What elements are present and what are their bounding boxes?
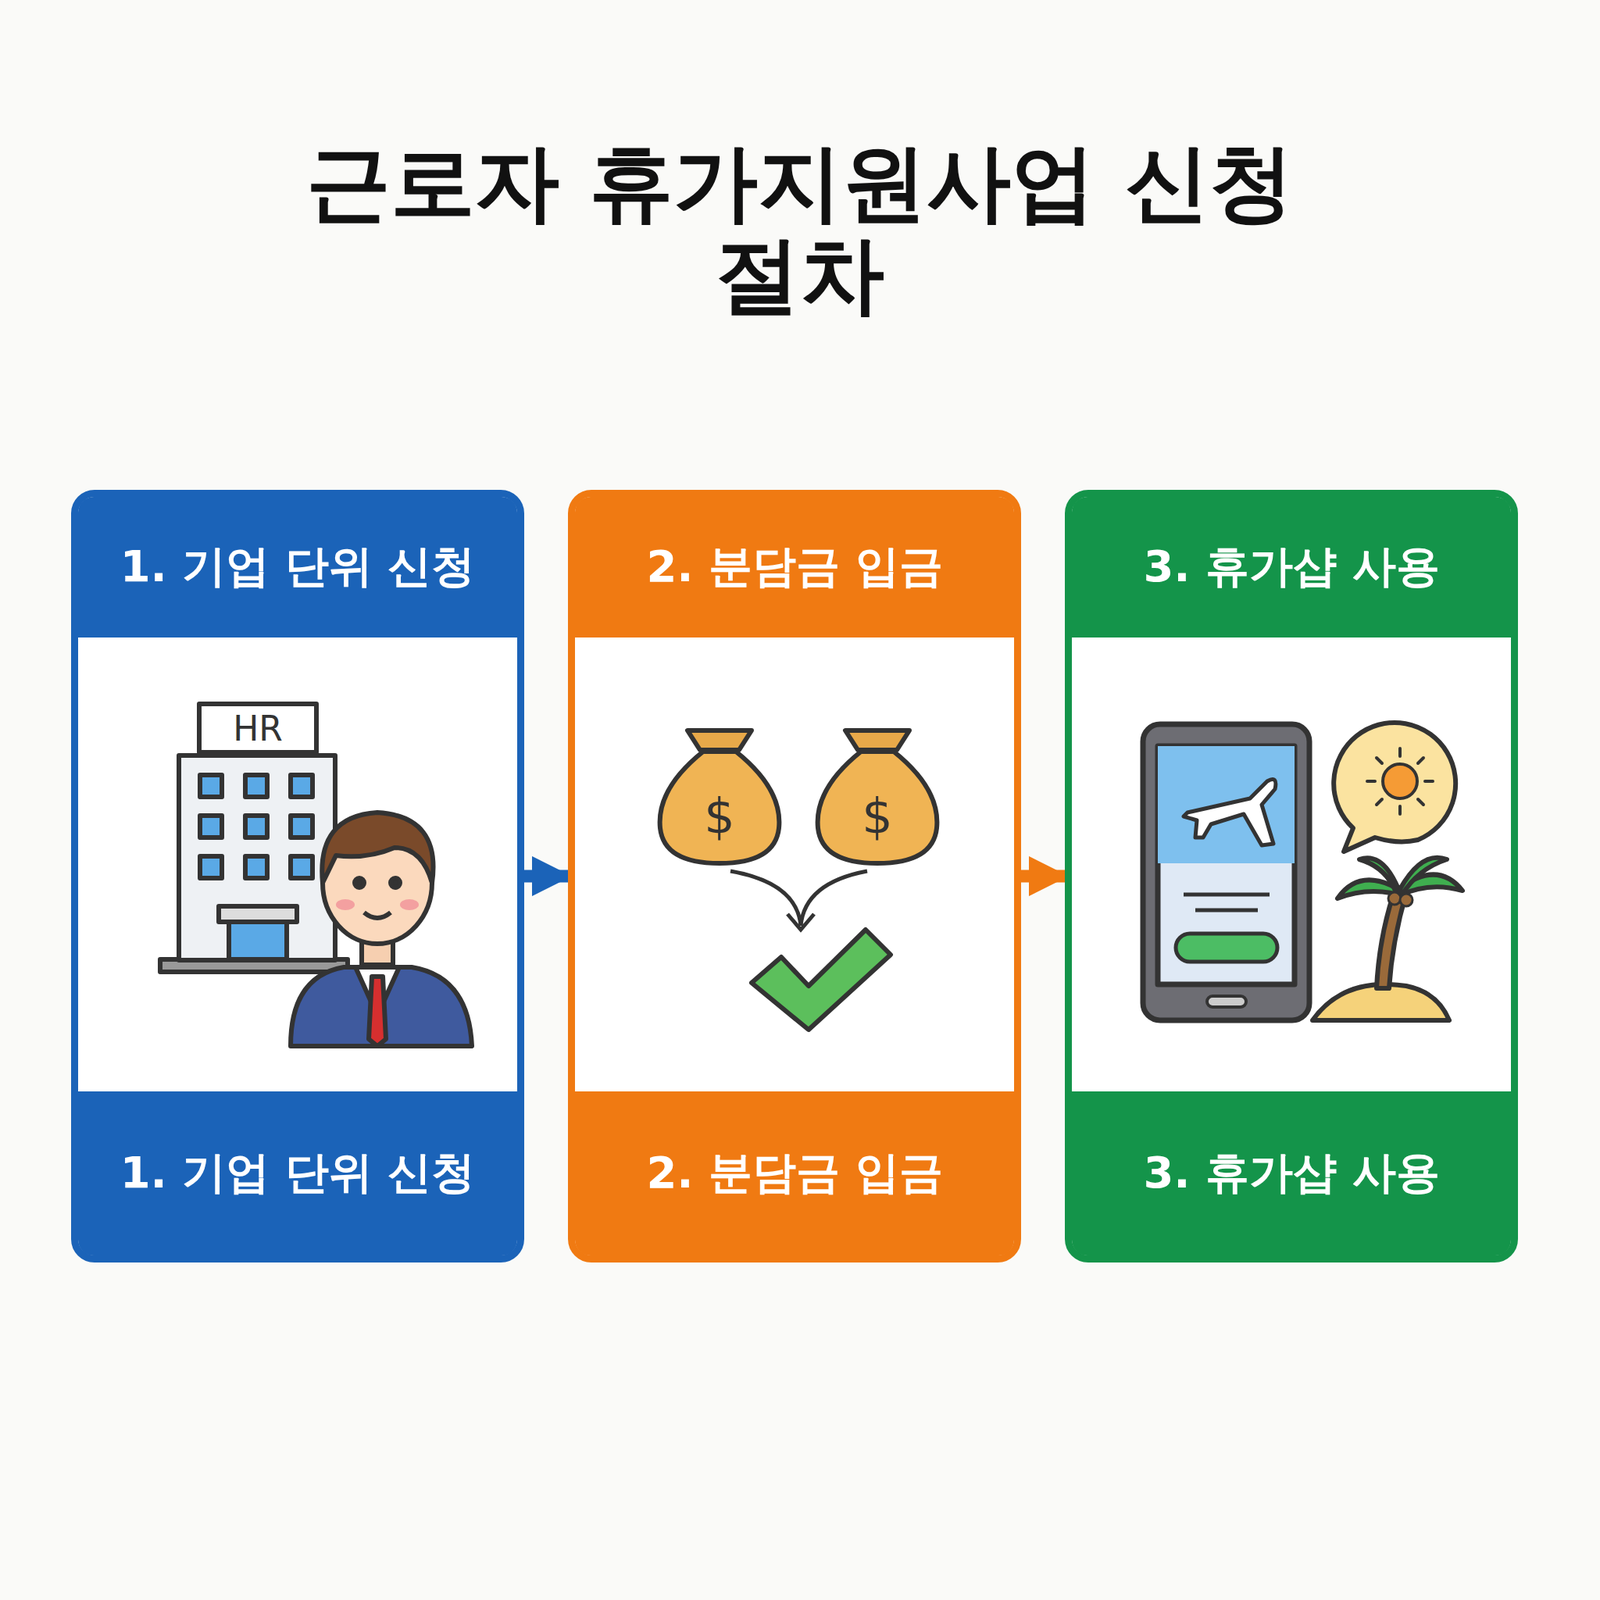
person	[290, 812, 472, 1047]
illustration-part	[200, 815, 222, 838]
illustration-part	[1417, 799, 1424, 805]
illustration-part	[290, 815, 313, 838]
illustration-part	[368, 976, 386, 1047]
illustration-part	[335, 899, 355, 911]
illustration-part	[660, 751, 780, 864]
illustration-part	[1382, 764, 1418, 799]
illustration-part: $	[703, 787, 735, 845]
illustration-part	[574, 625, 1015, 1104]
illustration-part	[787, 914, 815, 930]
money-bag: $ $	[660, 730, 938, 864]
illustration-part	[290, 856, 313, 879]
illustration-part	[321, 812, 433, 883]
illustration-part	[1183, 892, 1270, 897]
illustration-part	[1367, 779, 1375, 783]
illustration-part	[290, 775, 313, 797]
illustration-part	[199, 703, 317, 753]
palm-island	[1312, 857, 1463, 1021]
illustration-part	[245, 775, 268, 797]
illustration-part	[1398, 806, 1402, 815]
illustration-part	[1400, 857, 1447, 896]
step-header: 2. 분담금 입금	[575, 496, 1015, 638]
illustration-part	[817, 751, 938, 864]
illustration-part	[200, 775, 313, 879]
flow-arrow	[524, 870, 568, 883]
illustration-part	[1388, 892, 1401, 905]
illustration-part	[290, 967, 472, 1047]
illustration-part	[845, 730, 910, 750]
illustration-part	[228, 921, 287, 960]
illustration-part	[1195, 908, 1258, 913]
illustration-part	[245, 856, 268, 879]
illustration-part	[1071, 625, 1512, 1104]
hr-building: HR	[160, 703, 348, 972]
smartphone	[1142, 724, 1310, 1021]
illustration-part	[1376, 799, 1383, 805]
check-mark	[751, 929, 891, 1030]
step-panel: 2. 분담금 입금 2. 분담금 입금	[567, 489, 1022, 1263]
illustration-part	[687, 730, 752, 750]
illustration-part	[364, 912, 391, 918]
illustration-part	[1400, 893, 1413, 907]
illustration-part	[1157, 746, 1295, 985]
illustration-part	[1398, 748, 1402, 757]
illustration-part	[1183, 779, 1276, 846]
illustration-part	[390, 878, 400, 888]
illustration-part	[1175, 933, 1278, 962]
merge-arrow	[730, 871, 868, 930]
step-panel: 1. 기업 단위 신청 1. 기업 단위 신청	[71, 489, 525, 1263]
illustration-part: $	[861, 787, 893, 845]
step-footer: 2. 분담금 입금	[575, 1091, 1015, 1256]
illustration-part	[1359, 857, 1399, 895]
illustration-part: HR	[232, 708, 283, 749]
step-header: 1. 기업 단위 신청	[78, 496, 518, 638]
illustration-part	[1367, 748, 1433, 815]
step-footer: 3. 휴가샵 사용	[1071, 1091, 1511, 1256]
step-header: 3. 휴가샵 사용	[1071, 496, 1511, 638]
illustration-part	[1142, 724, 1310, 1021]
illustration-part	[1157, 746, 1295, 864]
illustration-part	[1425, 779, 1433, 783]
step-panel: 3. 휴가샵 사용 3. 휴가샵 사용	[1064, 489, 1518, 1263]
illustration-part	[77, 625, 518, 1104]
illustration-part	[354, 878, 365, 888]
diagram-title: 근로자 휴가지원사업 신청 절차	[292, 136, 1308, 322]
sun-bubble	[1333, 722, 1456, 852]
panel-ground	[77, 625, 1512, 1104]
illustration-part	[200, 775, 222, 797]
illustration-part	[178, 755, 336, 961]
flow-arrow	[1021, 870, 1065, 883]
illustration-part	[400, 899, 419, 911]
illustration-part	[1417, 757, 1424, 764]
illustration-part	[1333, 722, 1456, 852]
step-footer: 1. 기업 단위 신청	[78, 1091, 518, 1256]
illustration-part	[245, 815, 268, 838]
illustration-part	[1376, 757, 1383, 764]
illustration-part	[200, 856, 222, 879]
illustration-part	[1207, 996, 1247, 1008]
